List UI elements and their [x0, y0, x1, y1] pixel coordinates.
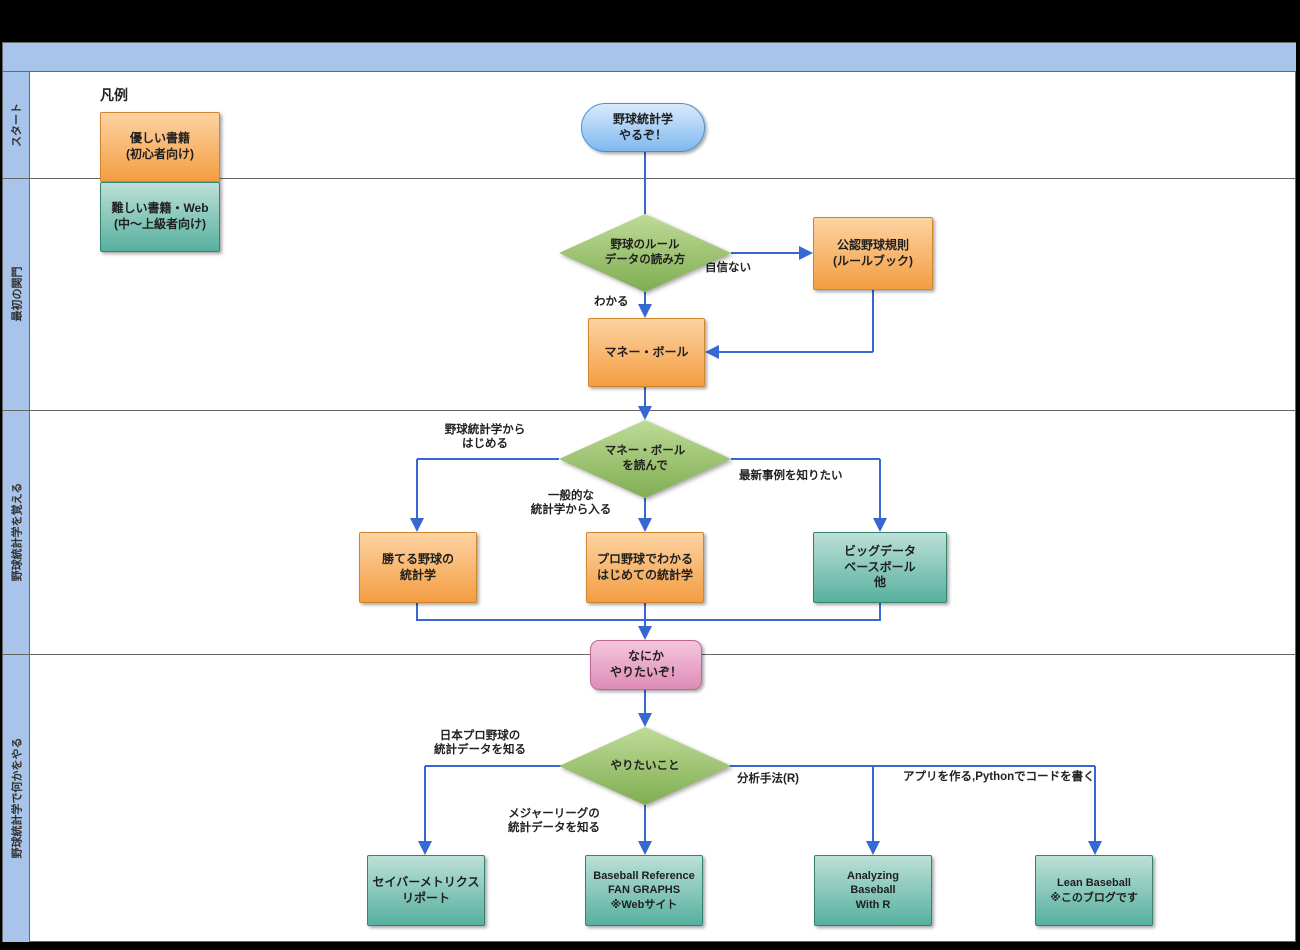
- node-lean-baseball: Lean Baseball ※このブログです: [1035, 855, 1153, 926]
- arrowhead: [638, 841, 652, 855]
- decision-rules-text: 野球のルール データの読み方: [559, 214, 731, 292]
- connector-line: [416, 459, 418, 519]
- lane-strip-first-gate: 最初の関門: [3, 178, 30, 410]
- lane-label: 野球統計学を覚える: [11, 482, 24, 582]
- arrowhead: [638, 713, 652, 727]
- lane-label: 野球統計学で何かをやる: [11, 737, 23, 859]
- decision-want-text: やりたいこと: [559, 727, 731, 805]
- swimlane-header-band: [3, 43, 1296, 72]
- connector-line: [719, 351, 873, 353]
- edge-label-no-confidence: 自信ない: [705, 262, 751, 274]
- edge-label-understand: わかる: [594, 296, 629, 308]
- node-want-to-do-something: なにか やりたいぞ！: [590, 640, 702, 690]
- connector-line: [879, 459, 881, 519]
- legend-hard-books: 難しい書籍・Web (中〜上級者向け): [100, 182, 220, 252]
- arrowhead: [866, 841, 880, 855]
- edge-label-know-latest-cases: 最新事例を知りたい: [739, 470, 843, 482]
- arrowhead: [873, 518, 887, 532]
- arrowhead: [418, 841, 432, 855]
- edge-label-know-npb-data: 日本プロ野球の 統計データを知る: [434, 730, 526, 757]
- edge-label-start-from-baseball-stats: 野球統計学から はじめる: [444, 424, 526, 451]
- legend-title: 凡例: [100, 87, 128, 103]
- connector-line: [644, 152, 646, 214]
- lane-label: 最初の関門: [11, 266, 23, 322]
- start-node: 野球統計学 やるぞ！: [581, 103, 705, 152]
- edge-label-start-from-general-stats: 一般的な 統計学から入る: [530, 490, 612, 517]
- lane-label: スタート: [11, 103, 23, 147]
- connector-line: [872, 766, 874, 842]
- decision-read-moneyball-diamond: マネー・ボール を読んで: [559, 420, 731, 498]
- edge-label-make-app-python: アプリを作る,Pythonでコードを書く: [903, 771, 1095, 783]
- lane-strip-learn-stats: 野球統計学を覚える: [3, 410, 30, 654]
- connector-line: [644, 292, 646, 306]
- connector-line: [644, 498, 646, 519]
- decision-want-diamond: やりたいこと: [559, 727, 731, 805]
- connector-line: [417, 458, 559, 460]
- connector-line: [872, 290, 874, 352]
- node-baseball-reference: Baseball Reference FAN GRAPHS ※Webサイト: [585, 855, 703, 926]
- arrowhead: [638, 406, 652, 420]
- legend-easy-books: 優しい書籍 (初心者向け): [100, 112, 220, 182]
- edge-label-analysis-method-r: 分析手法(R): [737, 773, 799, 785]
- decision-read-moneyball-text: マネー・ボール を読んで: [559, 420, 731, 498]
- connector-line: [424, 766, 426, 842]
- node-official-rulebook: 公認野球規則 (ルールブック): [813, 217, 933, 290]
- connector-line: [644, 805, 646, 842]
- connector-line: [416, 619, 881, 621]
- arrowhead: [705, 345, 719, 359]
- connector-line: [731, 458, 880, 460]
- lane-strip-start: スタート: [3, 72, 30, 178]
- node-winning-baseball-stats: 勝てる野球の 統計学: [359, 532, 477, 603]
- connector-line: [644, 603, 646, 627]
- lane-divider: [3, 178, 1296, 179]
- arrowhead: [638, 626, 652, 640]
- decision-rules-diamond: 野球のルール データの読み方: [559, 214, 731, 292]
- connector-line: [731, 252, 799, 254]
- connector-line: [1094, 766, 1096, 842]
- node-bigdata-baseball: ビッグデータ ベースボール 他: [813, 532, 947, 603]
- arrowhead: [1088, 841, 1102, 855]
- connector-line: [416, 603, 418, 620]
- arrowhead: [799, 246, 813, 260]
- connector-line: [644, 690, 646, 714]
- node-moneyball: マネー・ボール: [588, 318, 705, 387]
- node-sabermetrics-report: セイバーメトリクス リポート: [367, 855, 485, 926]
- arrowhead: [638, 518, 652, 532]
- node-first-stats-pro-baseball: プロ野球でわかる はじめての統計学: [586, 532, 704, 603]
- node-analyzing-baseball: Analyzing Baseball With R: [814, 855, 932, 926]
- connector-line: [728, 765, 1095, 767]
- connector-line: [644, 387, 646, 407]
- connector-line: [879, 603, 881, 620]
- arrowhead: [638, 304, 652, 318]
- arrowhead: [410, 518, 424, 532]
- connector-line: [425, 765, 562, 767]
- edge-label-know-mlb-data: メジャーリーグの 統計データを知る: [508, 808, 600, 835]
- lane-strip-do-something: 野球統計学で何かをやる: [3, 654, 30, 942]
